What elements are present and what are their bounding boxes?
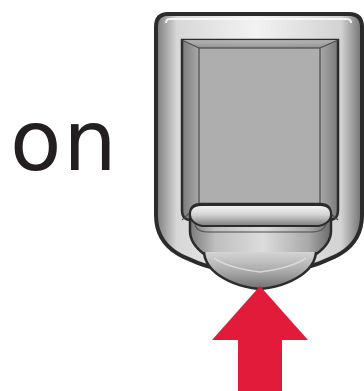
push-arrow <box>212 286 308 391</box>
switch-window <box>182 40 338 220</box>
base-foot <box>204 252 316 289</box>
